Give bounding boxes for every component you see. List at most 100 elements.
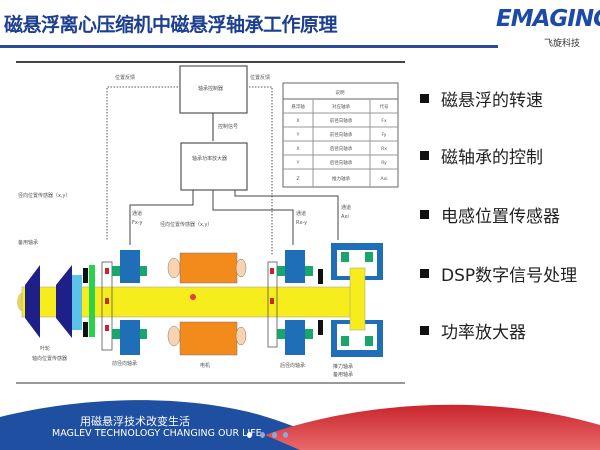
thrust-coil	[341, 336, 349, 346]
front-radial-bearing-label: 前径向轴承	[112, 360, 137, 367]
feedback-line-left	[106, 86, 178, 240]
shaft-center-marker	[190, 294, 196, 300]
page-dot-active[interactable]	[247, 432, 252, 438]
footer-red-wave	[265, 404, 600, 450]
front-radial-bearing-top	[120, 250, 140, 283]
impeller-blade	[56, 265, 72, 338]
table-cell: X	[296, 146, 299, 152]
square-bullet-icon	[420, 210, 429, 219]
motor-winding-end	[167, 325, 181, 347]
motor-stator-top	[179, 252, 238, 284]
backup-bearing-front-top	[83, 268, 88, 283]
thrust-coil	[341, 252, 349, 262]
bullet-item: 磁轴承的控制	[420, 143, 543, 168]
channel-front-code: Fx-y	[132, 220, 143, 226]
motor-winding-end	[235, 326, 247, 346]
page-dot[interactable]	[272, 432, 277, 438]
motor-stator-bottom	[179, 321, 238, 356]
bullet-text: 磁悬浮的转速	[441, 91, 543, 111]
table-header: 对应轴承	[332, 103, 350, 110]
bullet-item: DSP数字信号处理	[420, 261, 577, 286]
table-title: 说明	[336, 89, 345, 96]
bullet-item: 功率放大器	[420, 318, 526, 343]
radial-sensor-rear	[270, 268, 274, 274]
channel-axial-line	[234, 190, 339, 240]
table-cell: 前径向轴承	[330, 117, 353, 124]
impeller-label: 叶轮	[40, 345, 50, 352]
radial-sensor-front-label: 径向位置传感器（x,y）	[18, 192, 71, 199]
backup-bearing-front-label: 备用轴承	[18, 239, 38, 246]
table-cell: 推力轴承	[332, 175, 350, 182]
footer-slogan-en: MAGLEV TECHNOLOGY CHANGING OUR LIFE	[52, 428, 262, 439]
maglev-bearing-diagram: 位置反馈 位置反馈 轴承控制器 控制信号 轴承功率放大器 通道 Fx-y 通道 …	[16, 61, 405, 384]
bullet-item: 电感位置传感器	[420, 202, 560, 227]
axial-disk-front	[89, 265, 95, 337]
square-bullet-icon	[420, 151, 429, 160]
thrust-coil	[365, 336, 373, 346]
table-cell: Axi	[381, 176, 388, 182]
table-cell: Ry	[381, 160, 387, 166]
table-cell: Z	[296, 176, 299, 182]
rear-radial-bearing-label: 后径向轴承	[280, 362, 305, 369]
channel-axial-code: Axi	[341, 214, 349, 220]
backup-bearing-front-sleeve	[72, 275, 82, 330]
company-logo: EMAGING	[496, 6, 600, 32]
bullet-text: 电感位置传感器	[441, 207, 560, 227]
bullet-text: 功率放大器	[441, 323, 526, 343]
radial-sensor-front	[105, 298, 109, 304]
table-header: 悬浮轴	[291, 103, 305, 110]
page-dot[interactable]	[283, 432, 288, 438]
square-bullet-icon	[420, 269, 429, 278]
bearing-controller-label: 轴承控制器	[198, 85, 223, 92]
channel-rear-label: 通道	[296, 210, 306, 217]
table-cell: 后径向轴承	[330, 145, 353, 152]
legend-table: 说明 悬浮轴 对应轴承 代号 X 前径向轴承 Fx Y 前径向轴承 Fy X 后…	[282, 82, 399, 188]
table-header: 代号	[380, 103, 389, 110]
company-logo-subtitle: 飞旋科技	[544, 39, 581, 49]
position-feedback-right-label: 位置反馈	[250, 74, 270, 81]
sensor-housing-rear	[267, 261, 278, 348]
backup-bearing-front-bottom	[83, 322, 88, 337]
bearing-controller-box	[179, 65, 248, 114]
position-feedback-left-label: 位置反馈	[115, 74, 135, 81]
power-amplifier-label: 轴承功率放大器	[192, 155, 227, 162]
radial-sensor-rear-label: 径向位置传感器（x,y）	[160, 221, 213, 228]
channel-front-label: 通道	[132, 210, 142, 217]
rear-radial-bearing-bottom	[285, 320, 305, 355]
channel-rear-code: Rx-y	[296, 220, 307, 226]
table-cell: 后径向轴承	[330, 159, 353, 166]
impeller-blade	[25, 265, 40, 338]
table-cell: Fy	[382, 132, 387, 138]
channel-front-line	[129, 190, 194, 245]
channel-rear-line	[212, 190, 294, 245]
backup-bearing-rear-label: 备用轴承	[333, 371, 353, 378]
footer-blue-wave	[0, 400, 340, 450]
sensor-housing-front	[101, 261, 113, 351]
front-radial-bearing-bottom	[120, 320, 140, 355]
motor-winding-end	[167, 257, 181, 279]
table-cell: X	[296, 118, 299, 124]
square-bullet-icon	[420, 94, 429, 103]
rear-radial-bearing-top	[285, 250, 305, 283]
channel-axial-label: 通道	[341, 204, 351, 211]
bullet-text: 磁轴承的控制	[441, 148, 543, 168]
backup-bearing-rear-bottom	[318, 320, 323, 335]
slide-title: 磁悬浮离心压缩机中磁悬浮轴承工作原理	[4, 14, 338, 36]
bullet-item: 磁悬浮的转速	[420, 86, 543, 111]
axial-position-sensor	[105, 325, 109, 331]
table-cell: 前径向轴承	[330, 131, 353, 138]
table-cell: Rx	[381, 146, 387, 152]
page-dot[interactable]	[260, 432, 265, 438]
footer-slogan-cn: 用磁悬浮技术改变生活	[80, 415, 190, 428]
thrust-coil	[365, 252, 373, 262]
table-cell: Y	[296, 132, 300, 138]
backup-bearing-rear-top	[318, 269, 323, 284]
control-signal-label: 控制信号	[218, 123, 238, 130]
radial-sensor-rear	[270, 298, 274, 304]
axial-sensor-label: 轴向位置传感器	[32, 355, 67, 362]
radial-sensor-front	[105, 268, 109, 274]
table-cell: Y	[296, 160, 300, 166]
thrust-disk	[349, 267, 366, 331]
power-amplifier-box	[180, 142, 248, 191]
table-cell: Fx	[381, 118, 387, 124]
